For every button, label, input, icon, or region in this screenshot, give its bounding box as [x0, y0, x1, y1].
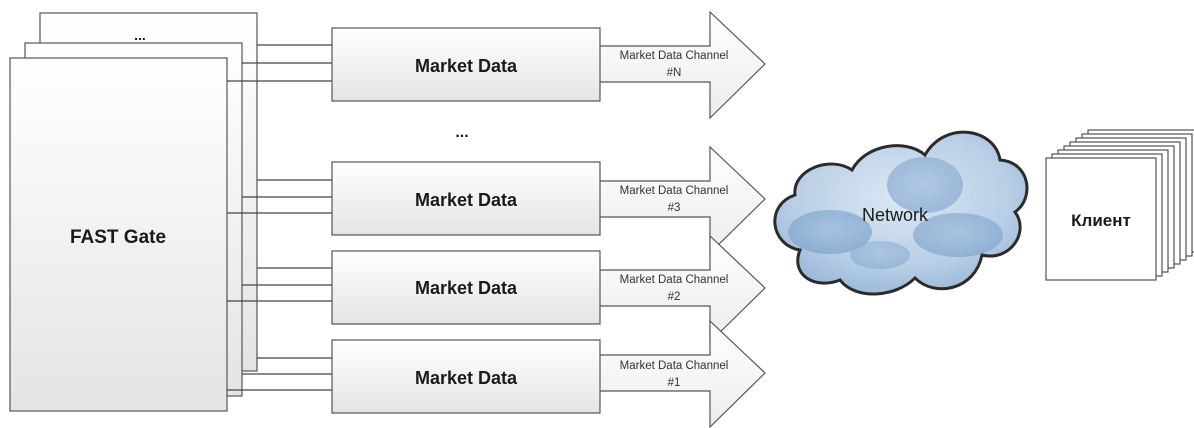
channel-arrow-number: #N	[667, 67, 682, 79]
channel-arrow	[584, 234, 766, 344]
gate-stack-ellipsis: ...	[134, 27, 146, 43]
network-label: Network	[862, 205, 929, 225]
channel-arrow-number: #1	[668, 377, 681, 389]
cloud-puff	[850, 241, 910, 269]
channel-arrow-label: Market Data Channel	[620, 360, 729, 372]
cloud-puff	[913, 213, 1003, 257]
channel-arrow-label: Market Data Channel	[620, 50, 729, 62]
market-data-box-label: Market Data	[415, 190, 518, 210]
market-data-channel-3: Market Data Market Data Channel #3	[331, 145, 766, 255]
market-data-box-label: Market Data	[415, 368, 518, 388]
client-sheet	[1045, 157, 1157, 281]
market-data-box-label: Market Data	[415, 56, 518, 76]
channel-arrow	[584, 319, 766, 428]
channel-arrow-number: #2	[668, 291, 681, 303]
channel-arrow	[584, 10, 766, 120]
market-data-box	[331, 339, 601, 414]
channel-arrow	[584, 145, 766, 255]
gate-label: FAST Gate	[70, 227, 166, 248]
cloud-puff	[788, 210, 872, 254]
market-data-box	[331, 161, 601, 236]
gate-connections	[227, 44, 332, 391]
market-data-channel-2: Market Data Market Data Channel #2	[331, 234, 766, 344]
gate-sheet-front	[9, 57, 228, 412]
channel-arrow-label: Market Data Channel	[620, 185, 729, 197]
client-label: Клиент	[1071, 211, 1131, 230]
cloud-puff	[887, 157, 963, 213]
client-stack: Клиент	[1045, 129, 1194, 281]
market-data-box	[331, 27, 601, 102]
channels-ellipsis: ...	[455, 124, 468, 141]
fast-gate-stack: ... FAST Gate	[9, 12, 258, 412]
market-data-channel-1: Market Data Market Data Channel #1	[331, 319, 766, 428]
channel-arrow-number: #3	[668, 202, 681, 214]
market-data-channel-n: Market Data Market Data Channel #N	[331, 10, 766, 120]
network-cloud: Network	[773, 130, 1029, 296]
market-data-box-label: Market Data	[415, 278, 518, 298]
market-data-box	[331, 250, 601, 325]
channel-arrow-label: Market Data Channel	[620, 274, 729, 286]
